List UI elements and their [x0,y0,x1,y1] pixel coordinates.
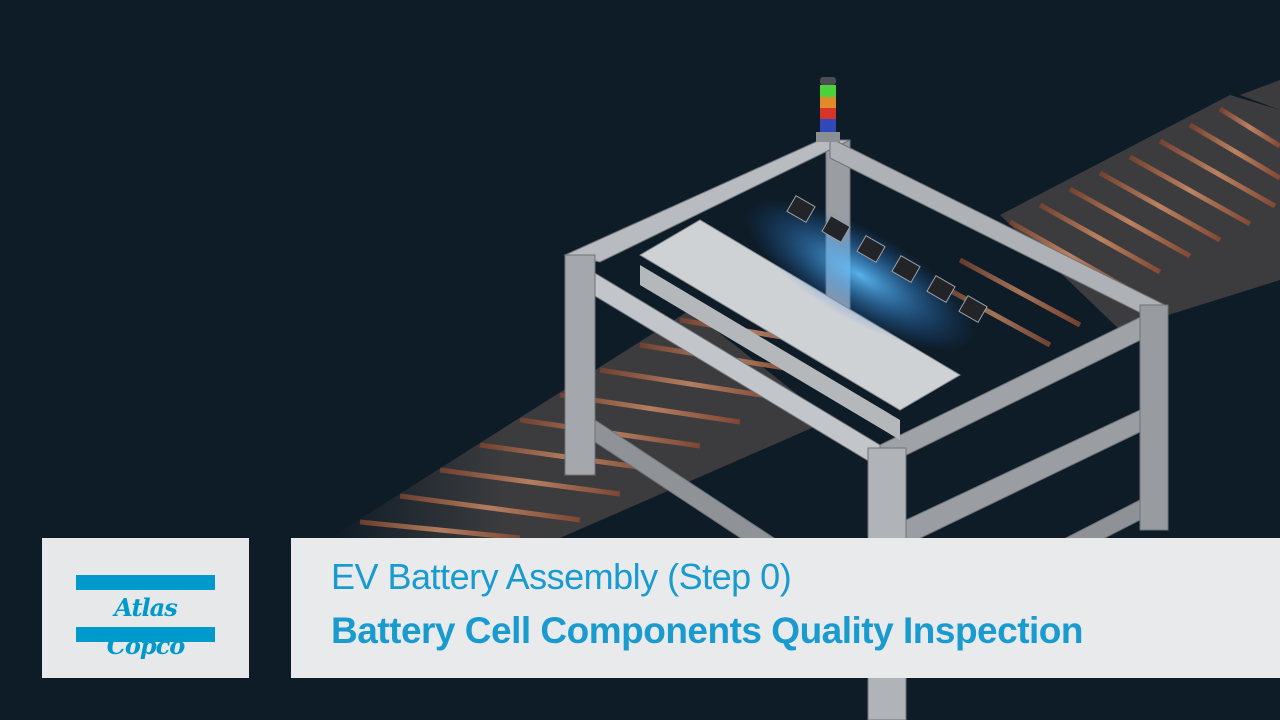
camera-carriage [639,195,988,440]
title-panel: EV Battery Assembly (Step 0) Battery Cel… [291,538,1280,678]
brand-logo: Atlas Copco [42,538,249,678]
subtitle: EV Battery Assembly (Step 0) [331,556,792,597]
main-title: Battery Cell Components Quality Inspecti… [331,610,1084,651]
logo-bar-bottom [76,627,215,642]
signal-tower [816,77,840,142]
logo-bar-top [76,575,215,590]
conveyor-belt-upper [938,80,1280,348]
logo-wordmark: Atlas Copco [106,593,186,660]
